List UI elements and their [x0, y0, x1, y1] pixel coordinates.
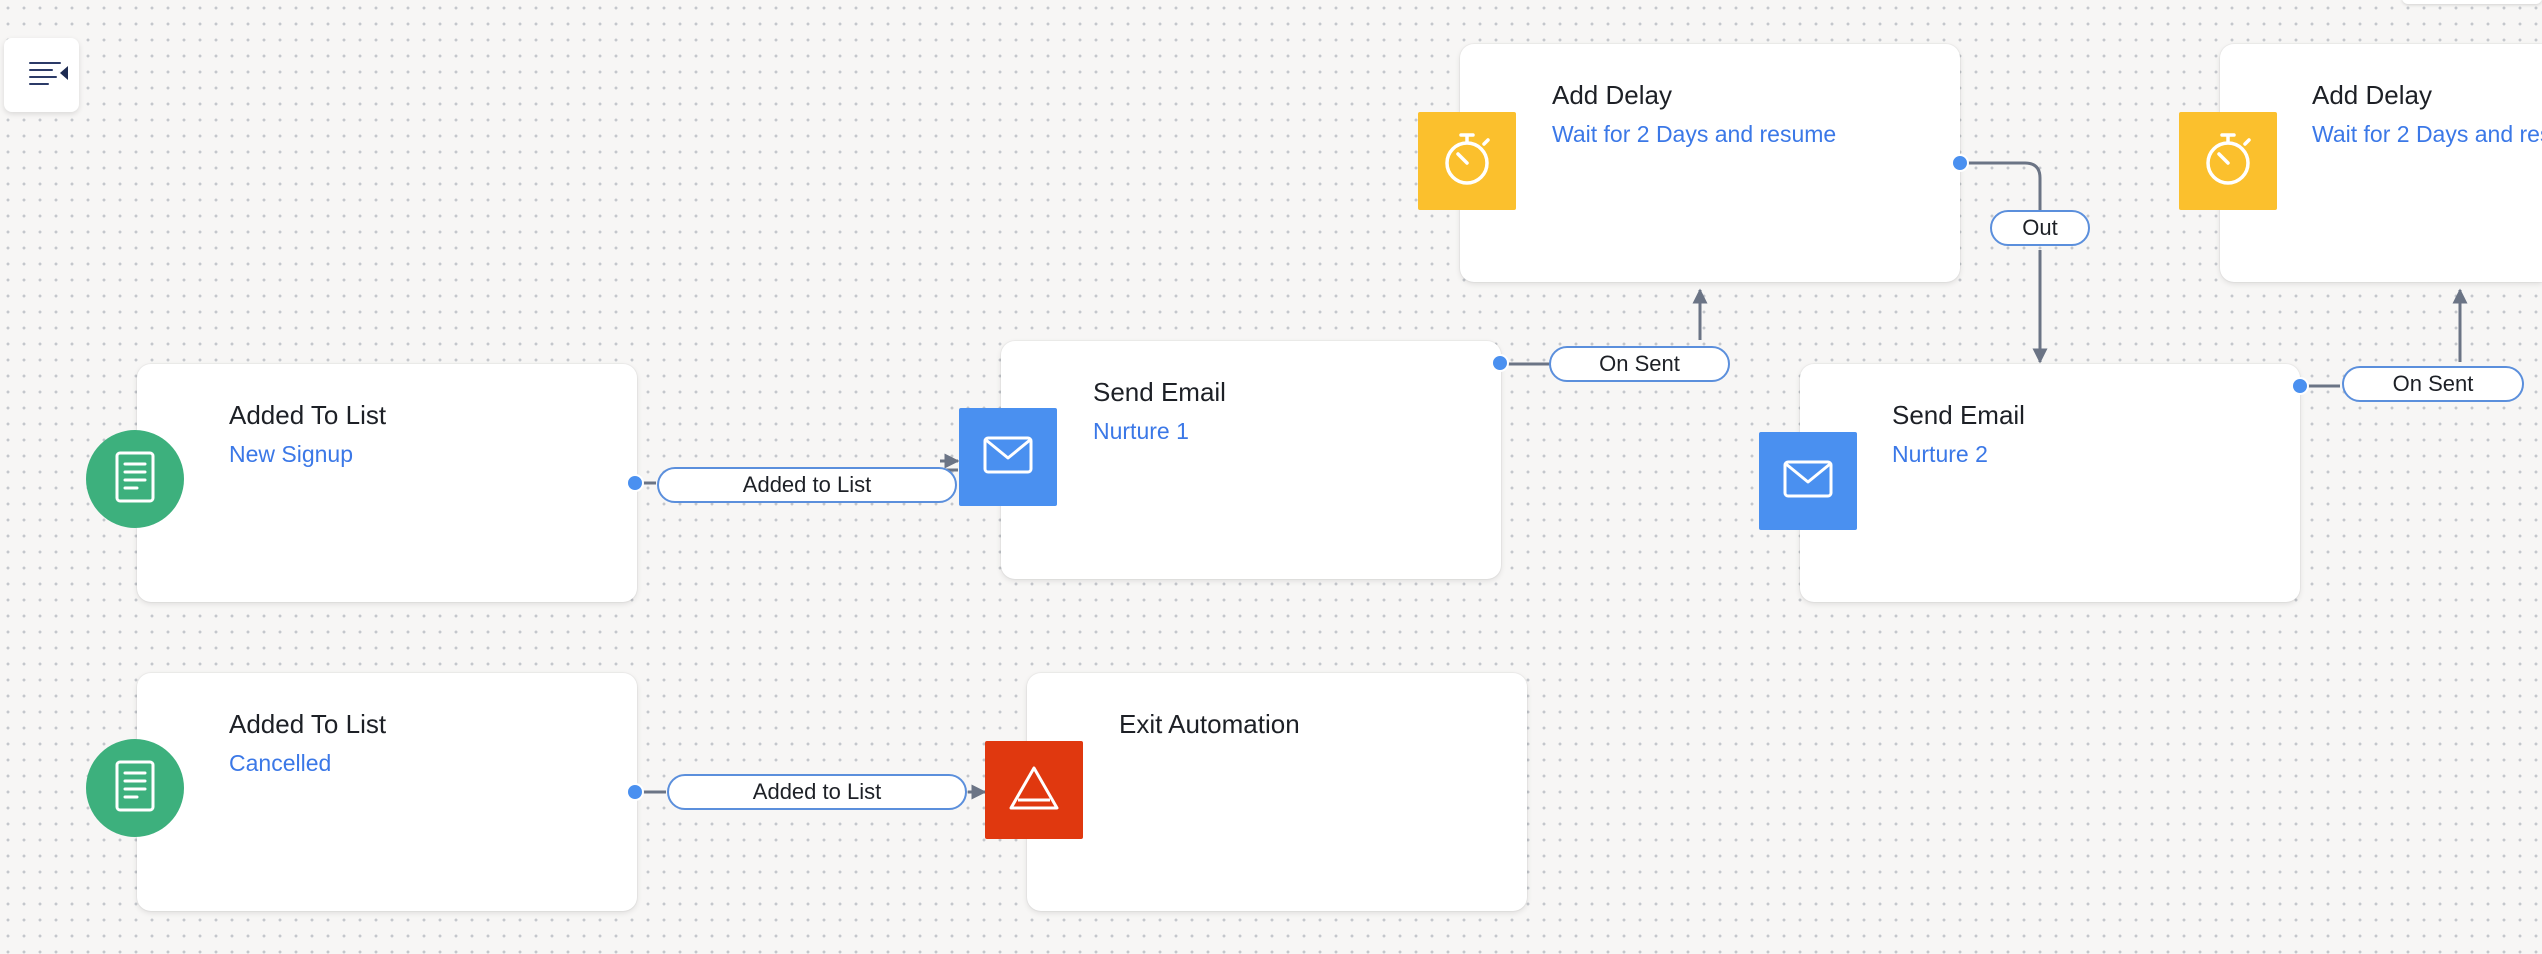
node-subtitle[interactable]: Nurture 1 [1093, 418, 1189, 444]
edge-label-added-to-list[interactable]: Added to List [667, 774, 967, 810]
node-title: Exit Automation [1119, 709, 1300, 739]
node-title: Add Delay [2312, 80, 2432, 110]
output-handle[interactable] [1491, 354, 1509, 372]
stopwatch-icon [1440, 130, 1494, 193]
stopwatch-icon [2201, 130, 2255, 193]
output-handle[interactable] [2291, 377, 2309, 395]
exit-automation-node[interactable]: Exit Automation [1027, 673, 1527, 911]
trigger-node-cancelled[interactable]: Added To List Cancelled [137, 673, 637, 911]
delay-icon-badge [2179, 112, 2277, 210]
node-title: Added To List [229, 400, 387, 430]
edge-label-added-to-list[interactable]: Added to List [657, 467, 957, 503]
edge-label-on-sent[interactable]: On Sent [2342, 366, 2524, 402]
output-handle[interactable] [626, 474, 644, 492]
node-subtitle[interactable]: New Signup [229, 441, 354, 467]
output-handle[interactable] [626, 783, 644, 801]
delay-node-2[interactable]: Add Delay Wait for 2 Days and res [2220, 44, 2542, 282]
node-title: Send Email [1892, 400, 2025, 430]
list-document-icon [113, 759, 157, 818]
trigger-icon-badge [86, 739, 184, 837]
email-icon-badge [959, 408, 1057, 506]
exit-icon-badge [985, 741, 1083, 839]
email-icon-badge [1759, 432, 1857, 530]
sidebar-toggle-button[interactable] [4, 38, 79, 112]
envelope-icon [982, 435, 1034, 480]
send-email-node-nurture-2[interactable]: Send Email Nurture 2 [1800, 364, 2300, 602]
envelope-icon [1782, 459, 1834, 504]
send-email-node-nurture-1[interactable]: Send Email Nurture 1 [1001, 341, 1501, 579]
node-subtitle[interactable]: Wait for 2 Days and res [2312, 121, 2542, 147]
delay-node-1[interactable]: Add Delay Wait for 2 Days and resume [1460, 44, 1960, 282]
node-title: Added To List [229, 709, 387, 739]
output-handle[interactable] [1951, 154, 1969, 172]
delay-icon-badge [1418, 112, 1516, 210]
trigger-node-new-signup[interactable]: Added To List New Signup [137, 364, 637, 602]
node-subtitle[interactable]: Cancelled [229, 750, 332, 776]
connector-out-1 [1960, 161, 2040, 362]
list-document-icon [113, 450, 157, 509]
edge-label-on-sent[interactable]: On Sent [1549, 346, 1730, 382]
trigger-icon-badge [86, 430, 184, 528]
menu-collapse-icon [16, 58, 68, 93]
node-subtitle[interactable]: Wait for 2 Days and resume [1552, 121, 1837, 147]
node-title: Send Email [1093, 377, 1226, 407]
top-right-panel-edge [2402, 0, 2542, 4]
edge-label-out[interactable]: Out [1990, 210, 2090, 246]
warning-triangle-icon [1008, 764, 1060, 817]
node-title: Add Delay [1552, 80, 1672, 110]
node-subtitle[interactable]: Nurture 2 [1892, 441, 1988, 467]
